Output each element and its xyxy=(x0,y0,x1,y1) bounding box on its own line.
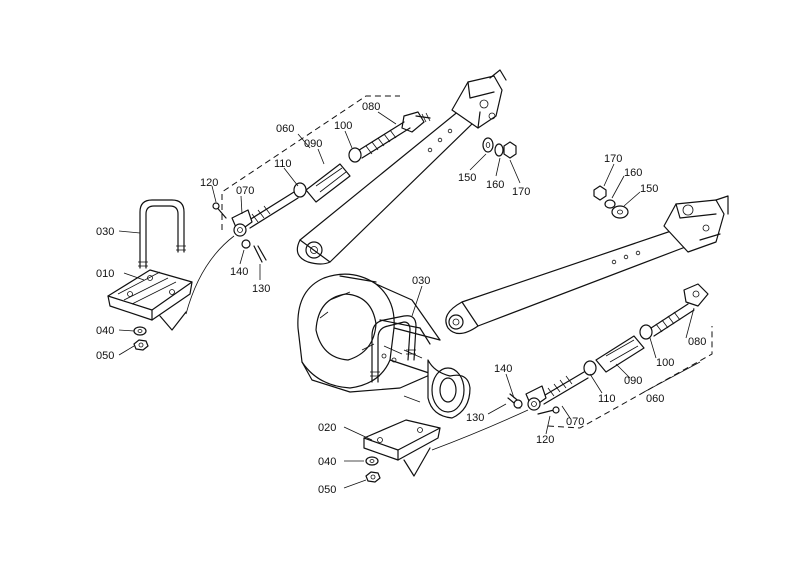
differential-housing xyxy=(297,273,471,419)
callout-140-bottom: 140 xyxy=(494,363,512,375)
callout-170-right: 170 xyxy=(604,153,622,165)
callout-160-left: 160 xyxy=(486,179,504,191)
nut-170-upper xyxy=(503,141,517,159)
washer-040-right xyxy=(365,456,379,466)
leader-lines xyxy=(118,111,701,489)
washer-140-upper xyxy=(241,239,251,249)
callout-090-bottom: 090 xyxy=(624,375,642,387)
washer-140-lower xyxy=(513,399,523,409)
chain-wire-right xyxy=(431,409,529,451)
callout-150-left: 150 xyxy=(458,172,476,184)
pin-120-upper xyxy=(212,202,227,219)
lower-link-arm-upper xyxy=(296,69,507,265)
group-bracket-upper xyxy=(221,95,400,230)
callout-060-bottom: 060 xyxy=(646,393,664,405)
callout-020: 020 xyxy=(318,422,336,434)
nut-050-left xyxy=(133,339,149,351)
washer-150-upper xyxy=(482,137,494,153)
callout-080-bottom: 080 xyxy=(688,336,706,348)
callout-070-top: 070 xyxy=(236,185,254,197)
u-bolt-left xyxy=(138,199,186,269)
callout-150-right: 150 xyxy=(640,183,658,195)
callout-130-top: 130 xyxy=(252,283,270,295)
check-chain-upper xyxy=(231,111,431,237)
callout-040-left: 040 xyxy=(96,325,114,337)
bracket-plate-left xyxy=(107,269,193,331)
bracket-plate-center xyxy=(363,419,441,477)
callout-050-right: 050 xyxy=(318,484,336,496)
chain-wire-left xyxy=(185,235,235,315)
lower-link-arm-lower xyxy=(445,195,729,335)
washer-150-lower xyxy=(611,205,629,219)
snap-pin-130-upper xyxy=(253,245,267,263)
callout-050-left: 050 xyxy=(96,350,114,362)
washer-160-lower xyxy=(604,199,616,209)
pin-120-lower xyxy=(537,406,560,415)
callout-160-right: 160 xyxy=(624,167,642,179)
callout-120-bottom: 120 xyxy=(536,434,554,446)
callout-010: 010 xyxy=(96,268,114,280)
callout-090-top: 090 xyxy=(304,138,322,150)
callout-030-left: 030 xyxy=(96,226,114,238)
callout-070-bottom: 070 xyxy=(566,416,584,428)
washer-040-left xyxy=(133,326,147,336)
callout-140-top: 140 xyxy=(230,266,248,278)
callout-170-left: 170 xyxy=(512,186,530,198)
callout-100-bottom: 100 xyxy=(656,357,674,369)
callout-110-bottom: 110 xyxy=(598,393,616,405)
callout-130-bottom: 130 xyxy=(466,412,484,424)
callout-120-top: 120 xyxy=(200,177,218,189)
nut-170-lower xyxy=(593,185,607,201)
callout-030-center: 030 xyxy=(412,275,430,287)
check-chain-lower xyxy=(525,283,709,411)
nut-050-right xyxy=(365,471,381,483)
callout-040-right: 040 xyxy=(318,456,336,468)
u-bolt-center xyxy=(370,315,417,383)
callout-080-top: 080 xyxy=(362,101,380,113)
callout-110-top: 110 xyxy=(274,158,292,170)
callout-100-top: 100 xyxy=(334,120,352,132)
washer-160-upper xyxy=(494,143,504,157)
callout-060-top: 060 xyxy=(276,123,294,135)
